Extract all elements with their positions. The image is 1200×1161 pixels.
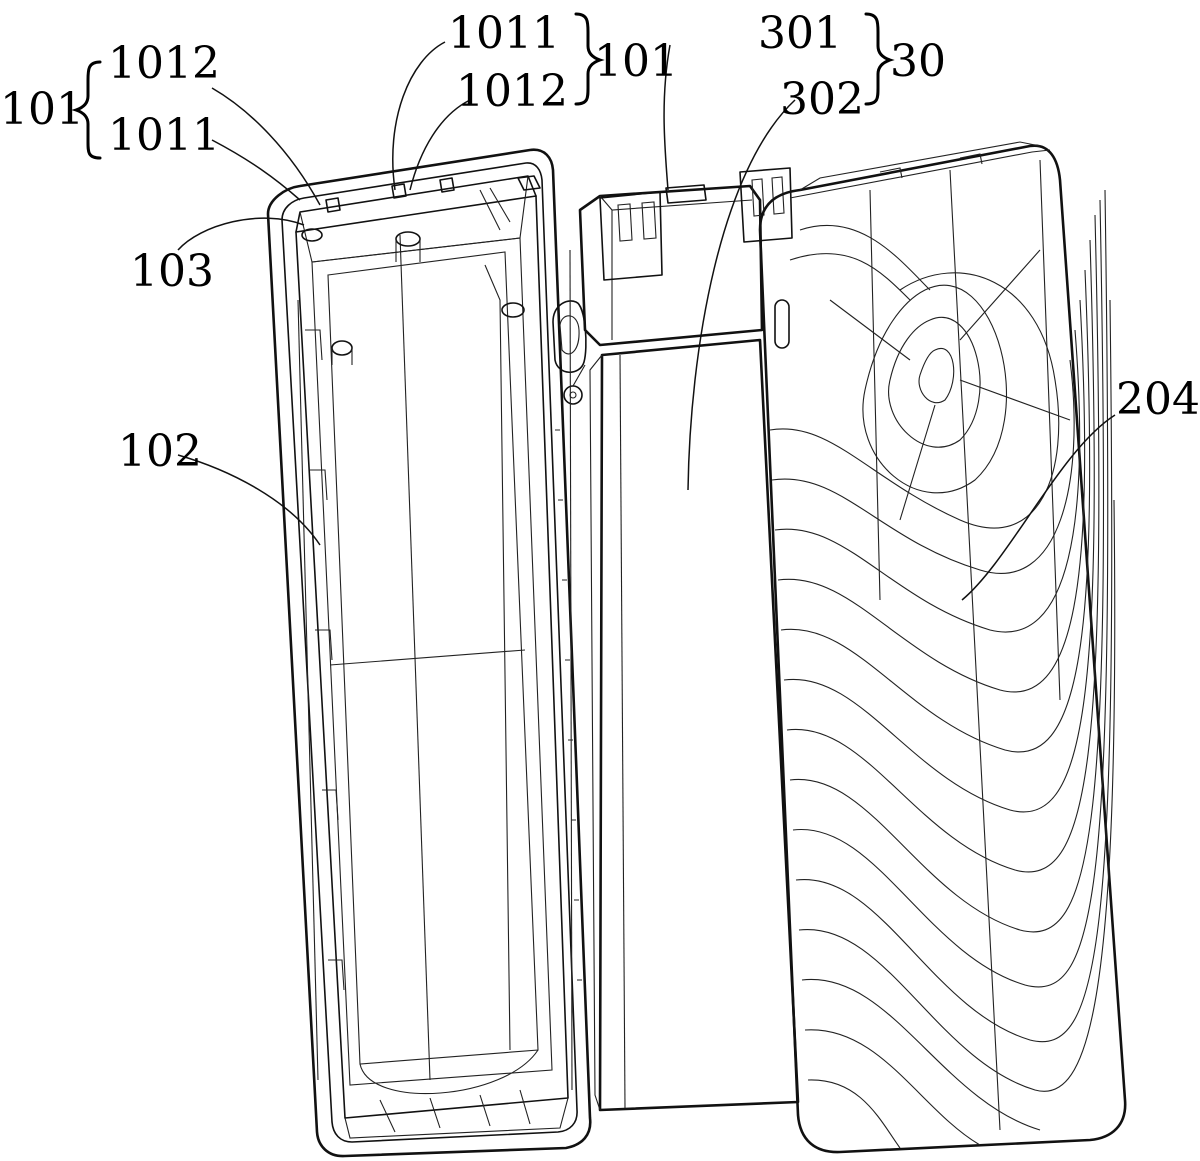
braces (71, 12, 895, 160)
label-102: 102 (118, 426, 202, 477)
mid-brace (574, 12, 605, 106)
label-103: 103 (130, 246, 214, 297)
back-cover (758, 141, 1127, 1154)
label-301: 301 (758, 8, 842, 59)
label-1011-mid: 1011 (448, 8, 560, 59)
contour-pattern (769, 159, 1116, 1149)
left-brace (71, 60, 102, 160)
label-302: 302 (780, 74, 864, 125)
front-housing (266, 148, 592, 1158)
label-1011-left: 1011 (108, 110, 220, 161)
label-204: 204 (1116, 374, 1200, 425)
label-30: 30 (890, 36, 946, 87)
label-101-left: 101 (0, 84, 84, 135)
leader-lines (177, 41, 1116, 601)
right-brace (864, 12, 895, 106)
label-101-mid: 101 (594, 36, 678, 87)
label-1012-left: 1012 (108, 38, 220, 89)
reference-labels: 101 1012 1011 1011 1012 101 301 302 30 1… (0, 8, 1200, 477)
battery-module (552, 167, 800, 1112)
label-1012-mid: 1012 (456, 66, 568, 117)
